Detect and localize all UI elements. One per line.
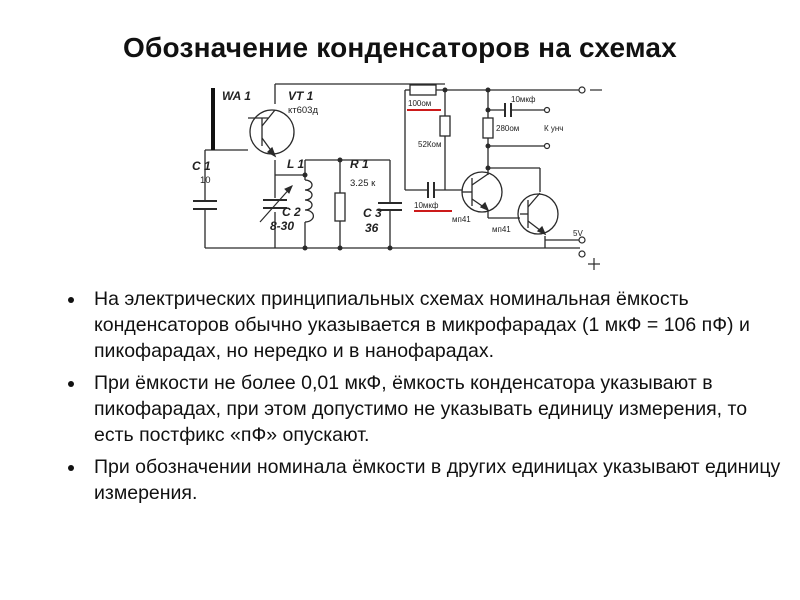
circuit-schematic: WA 1 VT 1 кт603д C 1 10 L 1 C 2 8-30 R 1… bbox=[192, 83, 602, 270]
bullet-text: На электрических принципиальных схемах н… bbox=[94, 288, 750, 362]
capacitor-c2-variable bbox=[259, 185, 293, 223]
resistor-280ohm bbox=[482, 117, 494, 139]
terminal bbox=[543, 142, 551, 150]
resistor-52k bbox=[439, 115, 451, 137]
label-52kohm: 52Ком bbox=[418, 140, 442, 149]
label-r1: R 1 bbox=[350, 157, 369, 171]
label-c3-value: 36 bbox=[365, 221, 379, 235]
label-c1: C 1 bbox=[192, 159, 211, 173]
label-100ohm: 100ом bbox=[408, 99, 431, 108]
terminal bbox=[578, 250, 586, 258]
label-vt1-type: кт603д bbox=[288, 105, 318, 116]
terminal bbox=[578, 86, 586, 94]
label-c2-value: 8-30 bbox=[270, 219, 294, 233]
resistor-100ohm bbox=[409, 84, 437, 96]
capacitor-c1 bbox=[193, 200, 217, 210]
bullet-dot bbox=[68, 465, 74, 471]
label-mp41-2: мп41 bbox=[492, 225, 511, 234]
capacitor-c3 bbox=[378, 202, 402, 211]
label-wa1: WA 1 bbox=[222, 89, 251, 103]
resistor-r1 bbox=[334, 192, 346, 222]
bullet-item: При обозначении номинала ёмкости в други… bbox=[62, 454, 782, 506]
inductor-l1 bbox=[304, 179, 314, 223]
transistor-vt1 bbox=[249, 109, 295, 158]
label-10uf-coupling: 10мкф bbox=[414, 201, 439, 210]
label-5v: 5V bbox=[573, 229, 583, 238]
bullet-dot bbox=[68, 381, 74, 387]
capacitor-10uf-output bbox=[504, 103, 512, 117]
transistor-mp41-1 bbox=[461, 171, 503, 213]
polarity-marks bbox=[588, 89, 602, 270]
label-l1: L 1 bbox=[287, 157, 304, 171]
label-10uf-output: 10мкф bbox=[511, 95, 536, 104]
junction-dots bbox=[302, 87, 491, 251]
capacitor-10uf-coupling bbox=[427, 182, 435, 198]
bullet-list: На электрических принципиальных схемах н… bbox=[62, 286, 782, 512]
label-c1-value: 10 bbox=[200, 175, 211, 186]
bullet-item: При ёмкости не более 0,01 мкФ, ёмкость к… bbox=[62, 370, 782, 448]
label-vt1: VT 1 bbox=[288, 89, 314, 103]
bullet-item: На электрических принципиальных схемах н… bbox=[62, 286, 782, 364]
label-mp41-1: мп41 bbox=[452, 215, 471, 224]
label-k-unch: К унч bbox=[544, 124, 563, 133]
bullet-dot bbox=[68, 297, 74, 303]
slide-title: Обозначение конденсаторов на схемах bbox=[123, 32, 677, 63]
label-r1-value: 3.25 к bbox=[350, 178, 376, 189]
terminals bbox=[543, 86, 586, 258]
label-c2: C 2 bbox=[282, 205, 301, 219]
terminal bbox=[578, 236, 586, 244]
bullet-text: При обозначении номинала ёмкости в други… bbox=[94, 456, 781, 504]
wires bbox=[204, 83, 580, 249]
terminal bbox=[543, 106, 551, 114]
label-280ohm: 280ом bbox=[496, 124, 519, 133]
bullet-text: При ёмкости не более 0,01 мкФ, ёмкость к… bbox=[94, 372, 748, 446]
transistor-mp41-2 bbox=[517, 192, 559, 236]
label-c3: C 3 bbox=[363, 206, 382, 220]
